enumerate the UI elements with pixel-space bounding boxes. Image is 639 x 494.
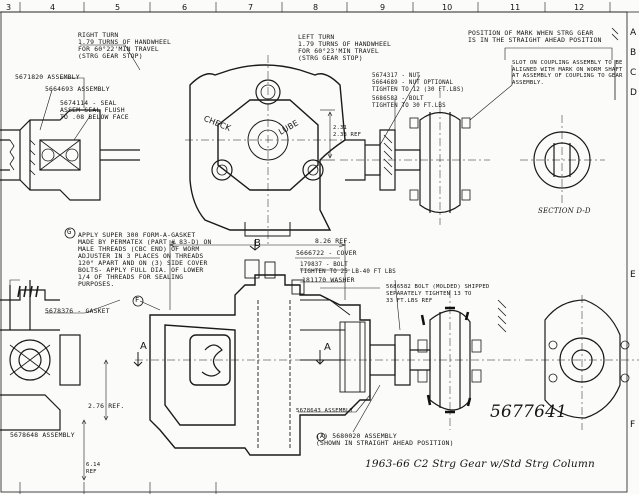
left-turn-note: LEFT TURN 1.79 TURNS OF HANDWHEEL FOR 60… — [298, 33, 392, 62]
part-number-label: 5677641 — [490, 402, 568, 422]
gasket-label: 5678376 - GASKET — [45, 307, 110, 315]
nut-optional-note: 5674317 - NUT 5664689 - NUT OPTIONAL TIG… — [372, 73, 465, 93]
grid-number: 10 — [442, 3, 453, 12]
cover-label: 5666722 - COVER — [296, 249, 357, 257]
seal-note: 5674114 - SEAL ASSEM SEAL FLUSH TO .08 B… — [60, 99, 129, 121]
section-letter-a: A — [324, 342, 332, 353]
bolt-5686583-note: 5686583 - BOLT TIGHTEN TO 30 FT.LBS — [372, 96, 446, 109]
grid-letter: B — [630, 48, 637, 58]
ref-614-dimension: 6.14 REF — [86, 462, 101, 475]
section-letter-a: A — [140, 341, 148, 352]
assembly-5678643-label: 5678643 ASSEMBLY — [296, 408, 354, 414]
bolt-5686582-note: 5686582 BOLT (MOLDED) SHIPPED SEPARATELY… — [386, 284, 490, 304]
grid-number: 12 — [574, 3, 585, 12]
grid-letter: F — [630, 420, 636, 430]
grid-number: 11 — [510, 3, 521, 12]
grid-letter: D — [630, 88, 637, 98]
ref-276-label: 2.76 REF. — [88, 402, 125, 410]
slot-note: SLOT ON COUPLING ASSEMBLY TO BE ALIGNED … — [512, 60, 623, 86]
gear-assembly-note: (A) 5680020 ASSEMBLY (SHOWN IN STRAIGHT … — [316, 432, 454, 447]
mark-position-note: POSITION OF MARK WHEN STRG GEAR IS IN TH… — [468, 29, 602, 44]
washer-label: 181170 WASHER — [302, 276, 355, 284]
marker-f: F — [135, 296, 140, 304]
assembly-5671820-label: 5671820 ASSEMBLY — [15, 73, 80, 81]
grid-number: 6 — [182, 3, 188, 12]
grid-number: 7 — [248, 3, 254, 12]
grid-number: 3 — [6, 3, 12, 12]
section-d-d-label: SECTION D-D — [538, 207, 591, 215]
grid-number: 5 — [115, 3, 121, 12]
section-letter-b: B — [254, 238, 262, 249]
assembly-5664693-label: 5664693 ASSEMBLY — [45, 85, 110, 93]
bolt-179837-note: 179837 - BOLT TIGHTEN TO 25 lb-40 FT LBS — [300, 262, 396, 275]
grid-number: 9 — [380, 3, 386, 12]
grid-letter: C — [630, 68, 637, 78]
grid-number: 4 — [50, 3, 56, 12]
grid-number: 8 — [313, 3, 319, 12]
handwritten-caption: 1963-66 C2 Strg Gear w/Std Strg Column — [365, 458, 596, 470]
ref-826-label: 8.26 REF. — [315, 237, 352, 245]
grid-letter: E — [630, 270, 636, 280]
marker-g: G — [67, 228, 72, 236]
apply-gasket-note: APPLY SUPER 300 FORM-A-GASKET MADE BY PE… — [78, 231, 212, 288]
grid-letter: A — [630, 28, 637, 38]
assembly-5678648-label: 5678648 ASSEMBLY — [10, 431, 75, 439]
right-turn-note: RIGHT TURN 1.79 TURNS OF HANDWHEEL FOR 6… — [78, 31, 172, 60]
side-dimension: 2.31 2.33 REF — [333, 125, 362, 138]
